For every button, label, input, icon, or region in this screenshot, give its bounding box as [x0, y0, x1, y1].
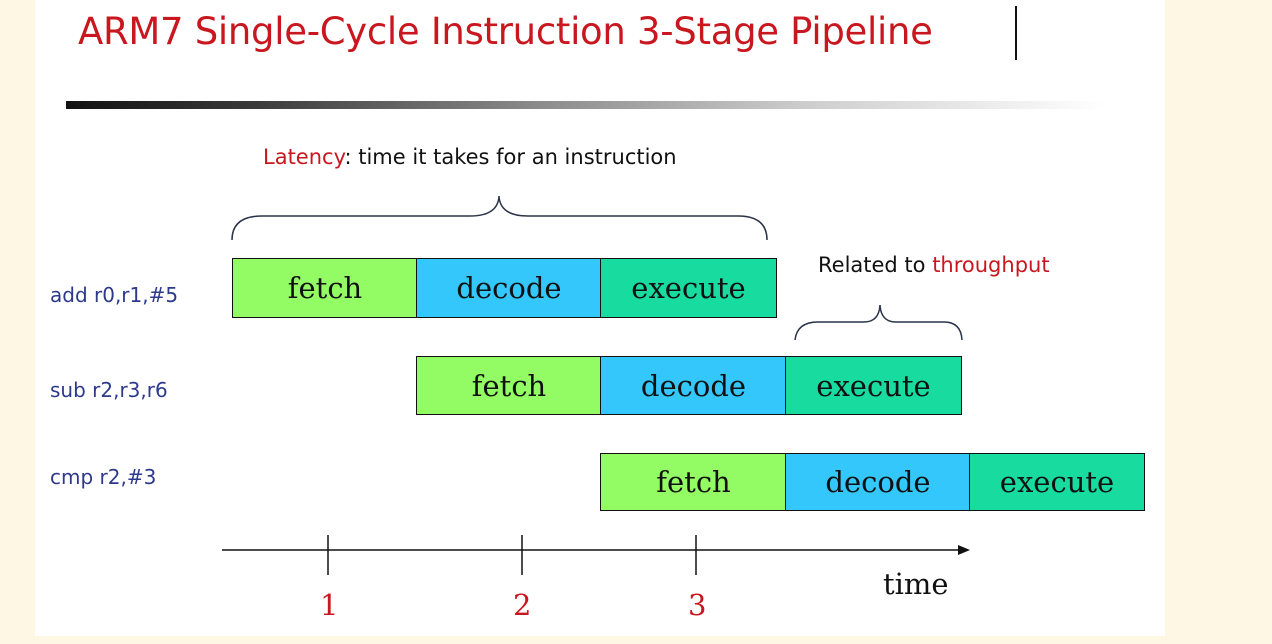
time-axis-label: time	[883, 567, 949, 601]
stage-fetch-cmp: fetch	[600, 453, 787, 511]
stage-execute-cmp: execute	[969, 453, 1145, 511]
latency-term: Latency	[263, 145, 345, 169]
stage-fetch-add: fetch	[232, 258, 418, 318]
latency-description: : time it takes for an instruction	[344, 145, 677, 169]
stage-decode-cmp: decode	[785, 453, 971, 511]
instruction-label-add: add r0,r1,#5	[50, 283, 179, 307]
throughput-term: throughput	[932, 253, 1050, 277]
tick-label-2: 2	[513, 588, 532, 622]
tick-label-1: 1	[320, 588, 339, 622]
instruction-label-cmp: cmp r2,#3	[50, 465, 157, 489]
stage-decode-sub: decode	[600, 356, 787, 415]
stage-fetch-sub: fetch	[416, 356, 602, 415]
stage-execute-add: execute	[600, 258, 777, 318]
throughput-annotation: Related to throughput	[818, 253, 1050, 277]
throughput-brace	[794, 304, 963, 341]
slide-title: ARM7 Single-Cycle Instruction 3-Stage Pi…	[78, 10, 933, 53]
stage-decode-add: decode	[416, 258, 602, 318]
latency-annotation: Latency: time it takes for an instructio…	[263, 145, 677, 169]
tick-label-3: 3	[688, 588, 707, 622]
latency-brace	[231, 195, 768, 241]
stage-execute-sub: execute	[785, 356, 962, 415]
time-axis-arrowhead	[958, 545, 970, 555]
instruction-label-sub: sub r2,r3,r6	[50, 378, 168, 402]
throughput-prefix: Related to	[818, 253, 933, 277]
title-underline-rule	[66, 101, 1106, 109]
text-cursor	[1015, 6, 1017, 60]
